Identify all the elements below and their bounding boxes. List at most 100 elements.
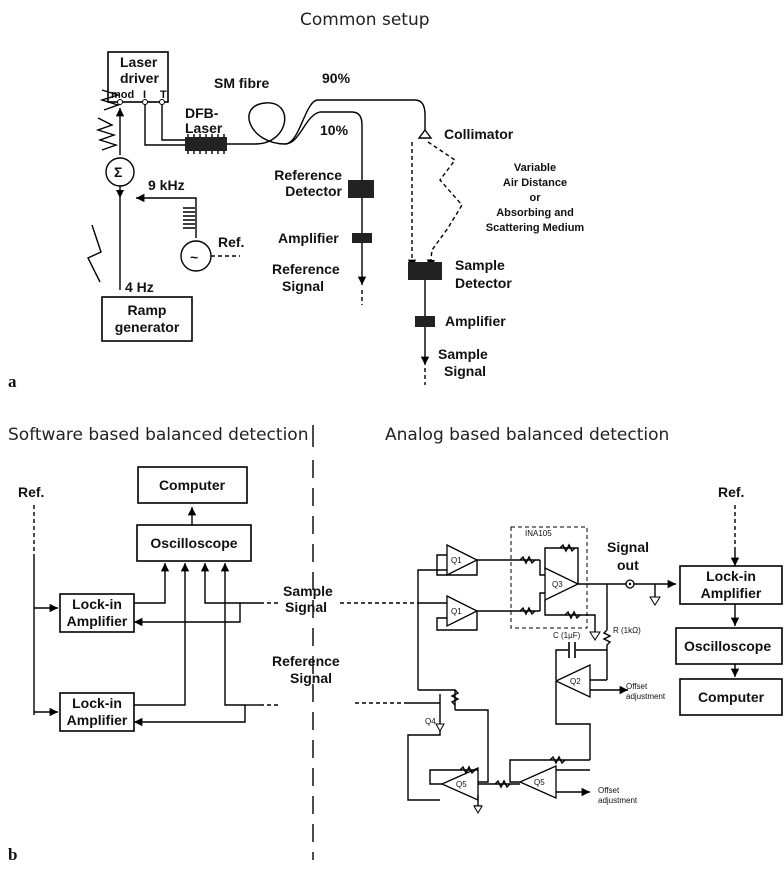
pin-t [159,99,165,105]
ramp-generator-label-2: generator [115,319,180,335]
ref-to-lockin2 [134,705,246,727]
ramp-arrow [116,190,124,198]
q2-offset-label-1: Offset [626,682,648,691]
resistor-r2 [519,606,536,616]
panel-label-b: b [8,845,17,864]
left-lockin2-label-1: Lock-in [72,695,122,711]
sm-fibre-label: SM fibre [214,75,269,91]
q4-ground-icon [435,723,445,733]
ramp-wave-icon [87,224,102,283]
left-oscilloscope-label: Oscilloscope [150,535,237,551]
reference-signal-label-1: Reference [272,261,340,277]
q3-label: Q3 [552,580,563,589]
q3-ground-icon [589,631,601,641]
right-lockin-label-2: Amplifier [701,585,762,601]
left-lockin1-label-1: Lock-in [72,596,122,612]
right-oscilloscope-box [675,627,783,665]
q2-to-q5 [555,681,591,760]
q5-right-opamp [518,764,557,800]
ramp-generator-label-1: Ramp [128,302,167,318]
modulated-wave-icon [95,117,119,151]
dfb-laser-label-1: DFB- [185,105,219,121]
q4-label: Q4 [425,717,436,726]
variable-medium-line-1: Variable [514,162,556,174]
wire-t [161,104,185,141]
capacitor-wires [555,649,607,680]
pin-mod-label: mod [111,89,134,101]
q3-wiring [539,547,596,632]
sine-wave-icon [183,207,195,229]
q4-wiring [408,689,456,712]
sample-detector-label-2: Detector [455,275,512,291]
wire-i [144,104,185,146]
left-reference-signal-2: Signal [290,670,332,686]
q5-right-label: Q5 [534,778,545,787]
ina105-box [510,526,588,629]
common-setup-header: Common setup [300,10,430,30]
right-lockin-box [679,565,783,605]
capacitor-label: C (1μF) [553,631,581,640]
left-sample-signal-2: Signal [285,599,327,615]
split-10-label: 10% [320,122,349,138]
sample-signal-label-1: Sample [438,346,488,362]
q2-label: Q2 [570,677,581,686]
ramp-generator-box [101,296,193,342]
pin-i [142,99,148,105]
lockin1-out [134,563,170,604]
dfb-laser-label-2: Laser [185,120,223,136]
sample-detector-label-1: Sample [455,257,505,273]
right-lockin-label-1: Lock-in [706,568,756,584]
signal-out-ground-icon [649,596,661,606]
q2-opamp [554,663,591,699]
reference-detector-icon [348,180,374,198]
left-reference-signal-1: Reference [272,653,340,669]
reference-signal-label-2: Signal [282,278,324,294]
osc-to-sum-wire [136,193,197,238]
sample-amplifier-label: Amplifier [445,313,506,329]
pin-i-label: I [143,89,146,101]
variable-medium-line-5: Scattering Medium [486,222,585,234]
q4-resistor [450,689,460,706]
fibre-10 [284,111,363,180]
q1-upper-label: Q1 [451,556,462,565]
q5-offset-label-2: adjustment [598,796,638,805]
panel-label-a: a [8,372,17,391]
left-computer-label: Computer [159,477,226,493]
collimator-label: Collimator [444,126,514,142]
left-lockin2-box [59,692,135,732]
capacitor-icon [568,642,576,658]
laser-driver-label-2: driver [120,70,159,86]
left-lockin1-box [59,593,135,633]
reference-amplifier-label: Amplifier [278,230,339,246]
sum-symbol: Σ [114,164,122,180]
q1-lower-label: Q1 [451,607,462,616]
q1-outputs [477,559,540,612]
q1-feedback [436,554,478,631]
left-computer-box [137,466,248,504]
freq-9khz-label: 9 kHz [148,177,185,193]
dfb-laser-chip [185,137,227,151]
q1-lower-opamp [446,594,479,628]
variable-medium-line-2: Air Distance [503,177,567,189]
q4-to-q5 [455,709,489,783]
sample-detector-icon [408,262,442,280]
left-lockin1-label-2: Amplifier [67,613,128,629]
freq-4hz-label: 4 Hz [125,279,154,295]
sample-to-osc [200,563,240,604]
osc-symbol: ~ [190,249,198,265]
pin-mod [117,99,123,105]
q5-left-label: Q5 [456,780,467,789]
right-computer-box [679,678,783,716]
q2-wires [590,680,628,690]
reference-detector-label-1: Reference [274,167,342,183]
variable-medium-line-3: or [530,192,542,204]
q5-interstage-resistor [494,779,511,789]
resistor-label: R (1kΩ) [613,626,641,635]
q5-left-ground-icon [473,805,483,815]
q5-left-feedback [429,765,478,785]
analog-detection-header: Analog based balanced detection [385,425,669,445]
split-90-label: 90% [322,70,351,86]
right-ref-label: Ref. [718,484,744,500]
reference-amplifier-icon [352,233,372,243]
ref-to-osc [220,563,245,706]
